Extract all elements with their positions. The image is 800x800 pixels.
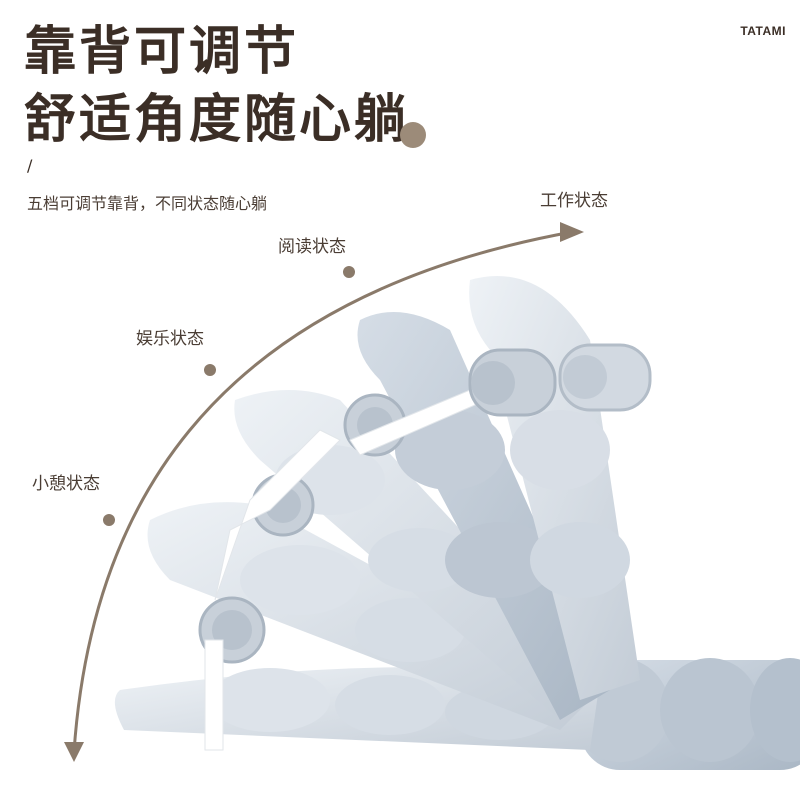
backrest-read [343,312,610,720]
backrest-rest [147,502,600,751]
divider-slash: / [27,156,33,175]
arc-dot-play [204,364,216,376]
state-arc [64,222,584,762]
arc-dot-rest [103,514,115,526]
brand-label: TATAMI [740,24,786,38]
subtitle: 五档可调节靠背，不同状态随心躺 [27,194,268,213]
state-label-rest: 小憩状态 [32,474,100,494]
state-label-read: 阅读状态 [278,237,346,257]
state-label-work: 工作状态 [540,191,608,211]
state-label-play: 娱乐状态 [136,329,204,349]
accent-dot [400,122,426,148]
headline-line-1: 靠背可调节 [24,22,300,82]
backrest-play [214,390,601,720]
arc-dot-read [343,266,355,278]
headline-line-2: 舒适角度随心躺 [24,90,410,150]
backrest-work [468,276,652,700]
